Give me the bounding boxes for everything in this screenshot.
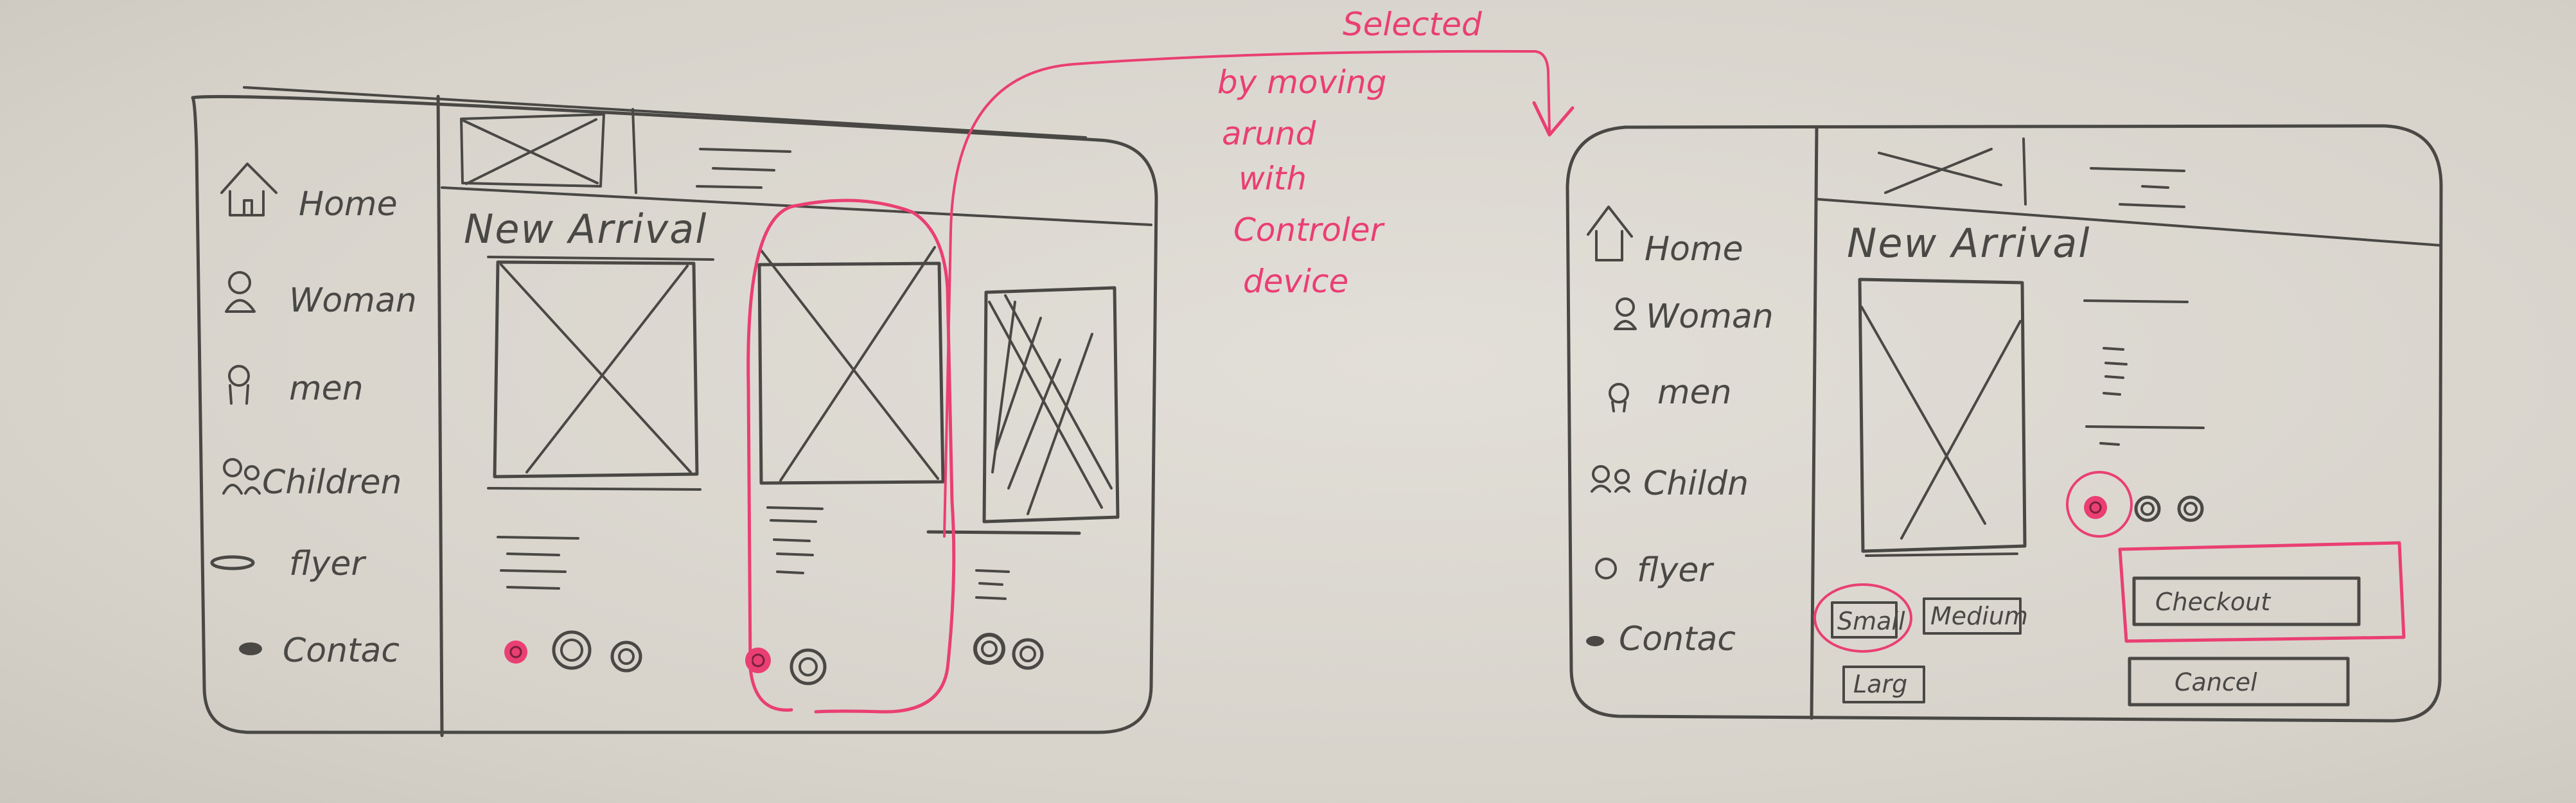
swatch-selection-ring [2066, 471, 2133, 538]
swatch[interactable] [610, 640, 642, 673]
size-large-button[interactable]: Larg [1842, 666, 1925, 703]
product-image-placeholder [982, 286, 1120, 524]
annotation-line-2: by moving [1217, 64, 1386, 101]
right-nav-flyer[interactable]: flyer [1637, 551, 1715, 590]
left-nav-contact[interactable]: Contac [283, 631, 400, 670]
right-nav-woman[interactable]: Woman [1646, 297, 1774, 336]
product-image-placeholder [493, 260, 699, 479]
product-description-lines [975, 569, 1010, 600]
flyer-icon [210, 555, 255, 570]
right-sidebar-nav: Home Woman men Childn flyer [1586, 206, 1774, 658]
product-image-placeholder [757, 261, 945, 485]
left-hamburger-menu-icon[interactable] [696, 148, 791, 189]
contact-icon [239, 642, 262, 655]
swatch[interactable] [2134, 495, 2161, 522]
size-medium-label: Medium [1930, 602, 2028, 630]
checkout-highlight [2118, 541, 2406, 643]
checkout-button[interactable]: Checkout [2118, 541, 2406, 643]
swatch[interactable] [552, 630, 592, 670]
left-selection-highlight [746, 199, 956, 714]
right-nav-home[interactable]: Home [1645, 230, 1743, 269]
arrow-head [1532, 101, 1575, 137]
left-nav-flyer[interactable]: flyer [289, 545, 367, 583]
left-sidebar-nav: Home Woman men Children flyer [210, 163, 417, 670]
swatch[interactable] [1012, 638, 1044, 670]
right-sidebar-divider [1810, 125, 1819, 720]
left-product-card-3[interactable] [926, 286, 1120, 670]
swatch[interactable] [973, 633, 1005, 665]
left-nav-home[interactable]: Home [299, 185, 398, 224]
size-small-button[interactable]: Small [1813, 583, 1912, 653]
left-wireframe: Home Woman men Children flyer [191, 86, 1158, 737]
right-color-swatches [2066, 471, 2204, 538]
man-icon [1609, 383, 1629, 412]
right-nav-men[interactable]: men [1657, 373, 1732, 412]
product-description-lines [497, 536, 579, 590]
left-nav-woman[interactable]: Woman [289, 281, 417, 320]
color-swatches [973, 633, 1044, 670]
left-sidebar-divider [436, 94, 444, 737]
right-header-divider [1815, 198, 2442, 247]
left-device-frame [191, 94, 1158, 734]
checkout-label: Checkout [2155, 588, 2272, 616]
swatch-selected[interactable] [504, 640, 527, 664]
right-wireframe: Home Woman men Childn flyer [1566, 124, 2443, 723]
right-nav-children[interactable]: Childn [1643, 464, 1749, 503]
color-swatches [504, 630, 642, 673]
annotation: Selected by moving arund with Controler … [943, 6, 1575, 538]
house-icon [1587, 206, 1633, 261]
children-icon [222, 458, 261, 495]
right-product-image-placeholder [1858, 278, 2027, 557]
annotation-line-4: with [1239, 160, 1307, 197]
right-page-title: New Arrival [1847, 220, 2090, 267]
swatch-selected[interactable] [2084, 496, 2107, 519]
man-icon [228, 365, 250, 405]
left-product-card-2[interactable] [745, 246, 945, 685]
left-product-card-1[interactable] [487, 260, 701, 673]
left-page-title: New Arrival [464, 206, 707, 252]
left-nav-men[interactable]: men [289, 369, 364, 408]
cancel-label: Cancel [2175, 668, 2257, 696]
annotation-line-5: Controler [1233, 211, 1386, 249]
flyer-icon [1595, 558, 1617, 579]
size-large-label: Larg [1853, 670, 1907, 698]
swatch[interactable] [2177, 495, 2204, 522]
annotation-line-1: Selected [1343, 6, 1482, 43]
size-selection-ring [1813, 583, 1912, 653]
annotation-line-6: device [1243, 263, 1348, 300]
annotation-arrow [943, 49, 1551, 538]
woman-icon [225, 271, 256, 313]
woman-icon [1614, 297, 1637, 330]
size-small-label: Small [1837, 607, 1905, 635]
right-product-description [2083, 299, 2205, 446]
swatch[interactable] [790, 648, 827, 685]
right-hamburger-menu-icon[interactable] [2090, 167, 2185, 208]
house-icon [220, 163, 278, 216]
right-nav-contact[interactable]: Contac [1619, 620, 1736, 658]
annotation-line-3: arund [1222, 115, 1316, 152]
left-nav-children[interactable]: Children [262, 463, 402, 502]
color-swatches [745, 648, 827, 685]
product-description-lines [766, 506, 824, 574]
left-logo-placeholder [460, 108, 637, 194]
children-icon [1591, 465, 1630, 493]
contact-icon [1586, 636, 1604, 646]
cancel-button[interactable]: Cancel [2128, 657, 2350, 707]
size-medium-button[interactable]: Medium [1923, 597, 2028, 635]
right-device-frame [1566, 124, 2443, 723]
right-logo-placeholder [1878, 137, 2027, 206]
